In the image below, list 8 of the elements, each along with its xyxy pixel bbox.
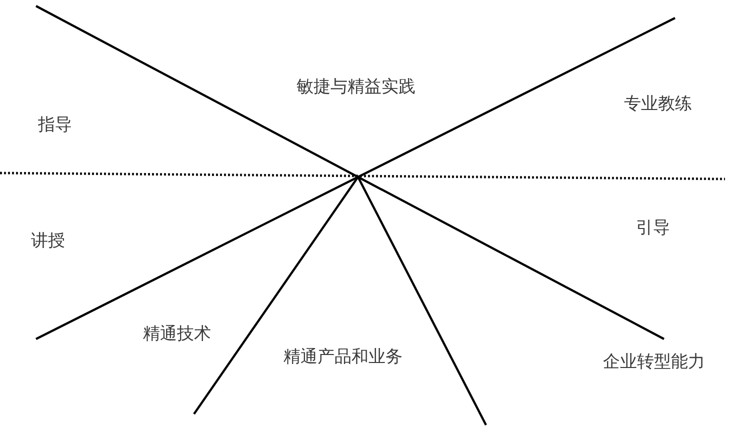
region-label: 敏捷与精益实践 — [296, 76, 416, 98]
region-label: 精通技术 — [143, 324, 211, 344]
region-label: 讲授 — [31, 230, 65, 252]
region-label: 引导 — [636, 218, 670, 238]
region-label: 精通产品和业务 — [284, 346, 402, 368]
region-label: 指导 — [38, 114, 72, 136]
region-label: 企业转型能力 — [603, 352, 705, 372]
region-label: 专业教练 — [624, 94, 692, 114]
